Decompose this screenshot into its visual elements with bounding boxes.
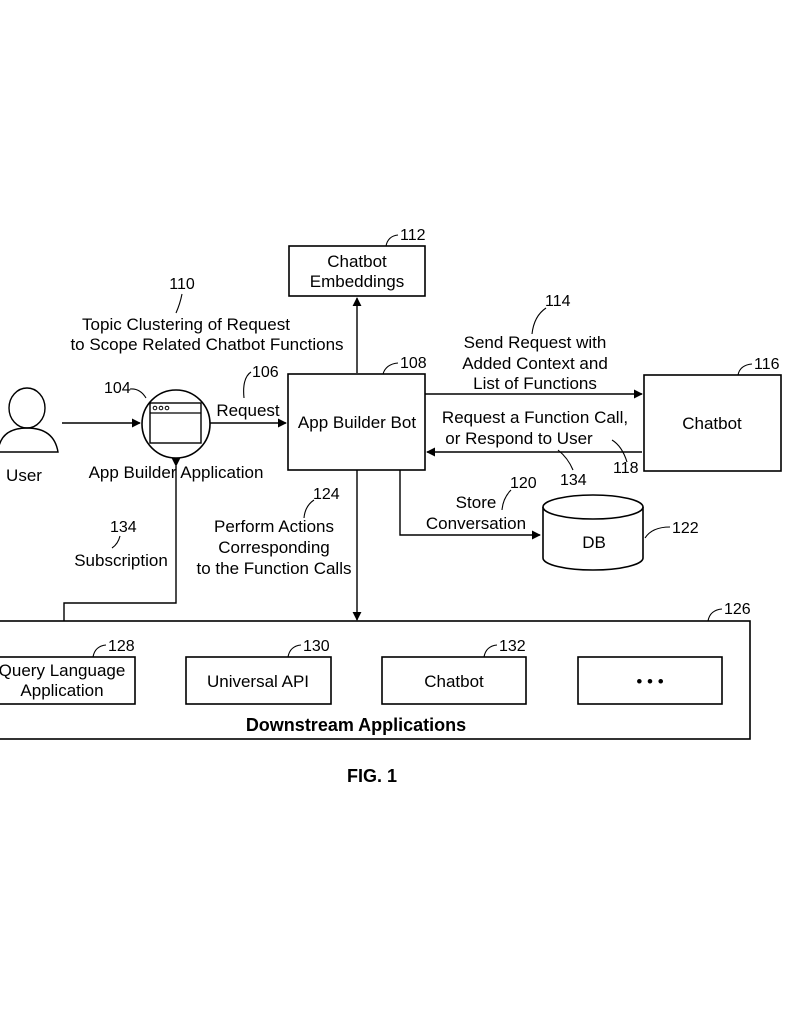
ref-130: 130 [303, 638, 330, 655]
chatbot-node: Chatbot 116 [643, 356, 782, 472]
db-node: DB 122 [542, 494, 699, 571]
ref-126-leader [707, 608, 723, 622]
ref-118-leader [611, 439, 628, 463]
user-node: User [0, 387, 59, 485]
ref-114-leader [531, 307, 547, 335]
ref-104-leader [129, 388, 147, 399]
send-request-line3: List of Functions [473, 374, 597, 393]
query-language-line1: Query Language [0, 661, 125, 680]
ref-134-subscription-leader [111, 535, 121, 549]
user-icon [0, 387, 59, 453]
ref-128-leader [92, 644, 107, 658]
send-request-line2: Added Context and [462, 354, 608, 373]
ref-108: 108 [400, 355, 427, 372]
ref-110: 110 [169, 276, 195, 293]
chatbot-embeddings-line2: Embeddings [310, 272, 405, 291]
ref-128: 128 [108, 638, 135, 655]
ref-130-leader [287, 644, 302, 658]
query-language-line2: Application [20, 681, 103, 700]
ref-124-leader [303, 499, 315, 519]
function-call-line2: or Respond to User [445, 429, 593, 448]
ref-106-leader [243, 371, 252, 399]
app-builder-bot-node: App Builder Bot 108 [287, 355, 427, 471]
subscription-label: Subscription [74, 551, 168, 570]
ref-120-leader [501, 489, 512, 511]
figure-label: FIG. 1 [347, 766, 397, 786]
ellipsis-label: • • • [636, 672, 663, 691]
perform-actions-line3: to the Function Calls [197, 559, 352, 578]
chatbot-embeddings-line1: Chatbot [327, 252, 387, 271]
query-language-application-node: Query Language Application 128 [0, 638, 136, 705]
downstream-applications-node: Downstream Applications 126 Query Langua… [0, 601, 751, 740]
ref-112-leader [385, 234, 399, 247]
universal-api-node: Universal API 130 [185, 638, 332, 705]
ref-122: 122 [672, 520, 699, 537]
chatbot-embeddings-node: Chatbot Embeddings 112 [288, 227, 426, 297]
downstream-chatbot-label: Chatbot [424, 672, 484, 691]
store-conversation-arrow [399, 470, 541, 540]
ref-132-leader [483, 644, 498, 658]
downstream-applications-label: Downstream Applications [246, 715, 466, 735]
topic-clustering-line1: Topic Clustering of Request [82, 315, 290, 334]
db-label: DB [582, 533, 606, 552]
perform-actions-line2: Corresponding [218, 538, 330, 557]
ref-114: 114 [545, 293, 571, 310]
ref-124: 124 [313, 486, 340, 503]
universal-api-label: Universal API [207, 672, 309, 691]
ref-120: 120 [510, 475, 537, 492]
ref-132: 132 [499, 638, 526, 655]
ref-116-leader [737, 363, 753, 376]
topic-clustering-line2: to Scope Related Chatbot Functions [70, 335, 343, 354]
ref-122-leader [644, 526, 671, 539]
user-label: User [6, 466, 42, 485]
ref-118: 118 [613, 460, 639, 477]
downstream-chatbot-node: Chatbot 132 [381, 638, 527, 705]
ref-104: 104 [104, 380, 131, 397]
function-call-line1: Request a Function Call, [442, 408, 628, 427]
send-request-line1: Send Request with [464, 333, 607, 352]
app-builder-bot-label: App Builder Bot [298, 413, 416, 432]
ref-134-function-call: 134 [560, 472, 587, 489]
request-label: Request [216, 401, 280, 420]
ref-126: 126 [724, 601, 751, 618]
store-conversation-line2: Conversation [426, 514, 526, 533]
ref-134-subscription: 134 [110, 519, 137, 536]
ref-110-leader [175, 293, 183, 314]
ref-116: 116 [754, 356, 780, 373]
ref-134-function-call-leader [557, 449, 574, 471]
chatbot-label: Chatbot [682, 414, 742, 433]
ref-112: 112 [400, 227, 426, 244]
ref-106: 106 [252, 364, 279, 381]
perform-actions-line1: Perform Actions [214, 517, 334, 536]
browser-window-icon [149, 402, 202, 444]
ref-108-leader [382, 362, 399, 375]
store-conversation-line1: Store [456, 493, 497, 512]
more-applications-node: • • • [577, 656, 723, 705]
